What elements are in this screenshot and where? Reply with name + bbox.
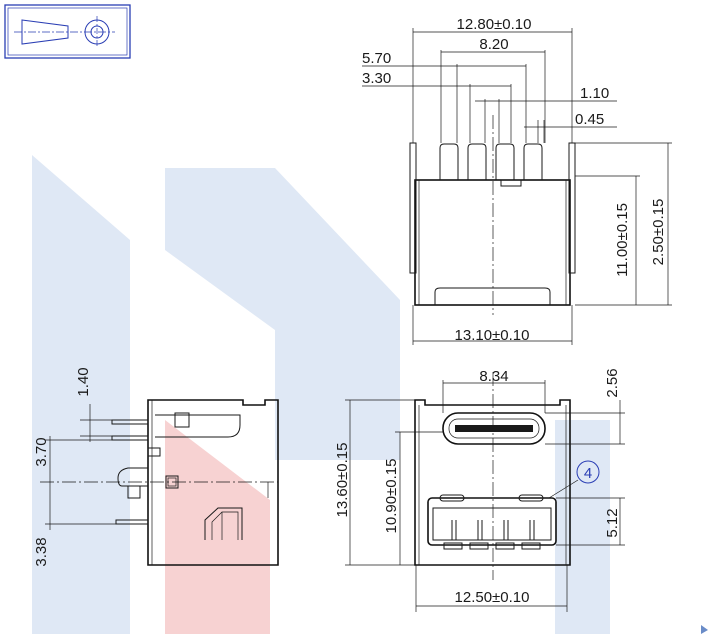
dim-bottom-width: 13.10±0.10 <box>455 327 530 344</box>
typec-port <box>442 412 546 445</box>
dim-body-height: 11.00±0.15 <box>614 203 631 277</box>
usba-contacts <box>443 520 541 550</box>
corner-marker-icon <box>701 625 708 634</box>
callout-number: 4 <box>584 465 592 482</box>
dim-side-d1: 1.40 <box>75 367 92 396</box>
top-view: 12.80±0.10 8.20 5.70 3.30 1.10 0.45 11.0… <box>362 16 672 345</box>
watermark-blue-left <box>32 155 130 634</box>
callout-circle <box>576 460 600 484</box>
side-view: 1.40 3.70 3.38 <box>33 367 279 567</box>
dim-side-d2: 3.70 <box>33 437 50 466</box>
dim-pitch-b: 3.30 <box>362 70 391 87</box>
watermark <box>32 155 610 634</box>
dim-pin-width: 1.10 <box>580 85 609 102</box>
dim-overall-width: 12.80±0.10 <box>457 16 532 33</box>
front-view: 4 8.34 2.56 13.60±0.15 10.90±0.15 5.12 1… <box>334 368 625 612</box>
dim-lower-height: 10.90±0.15 <box>383 459 400 534</box>
dim-typec-width: 8.34 <box>479 368 508 385</box>
dim-pin-height: 2.50±0.15 <box>650 199 667 266</box>
dim-pin-span-outer: 8.20 <box>479 36 508 53</box>
third-angle-projection-icon <box>21 19 69 45</box>
dim-side-d3: 3.38 <box>33 537 50 566</box>
projection-symbol-block <box>4 4 131 59</box>
watermark-blue-middle <box>165 168 400 460</box>
top-view-labels: 12.80±0.10 8.20 5.70 3.30 1.10 0.45 11.0… <box>362 16 667 344</box>
dim-usba-height: 5.12 <box>604 508 621 537</box>
watermark-blue-right <box>555 420 610 634</box>
dim-pitch-a: 5.70 <box>362 50 391 67</box>
dim-typec-height: 2.56 <box>604 368 621 397</box>
watermark-red <box>165 420 270 634</box>
dim-overall-height: 13.60±0.15 <box>334 443 351 518</box>
dim-pin-gap: 0.45 <box>575 111 604 128</box>
dim-front-bottom-width: 12.50±0.10 <box>455 589 530 606</box>
